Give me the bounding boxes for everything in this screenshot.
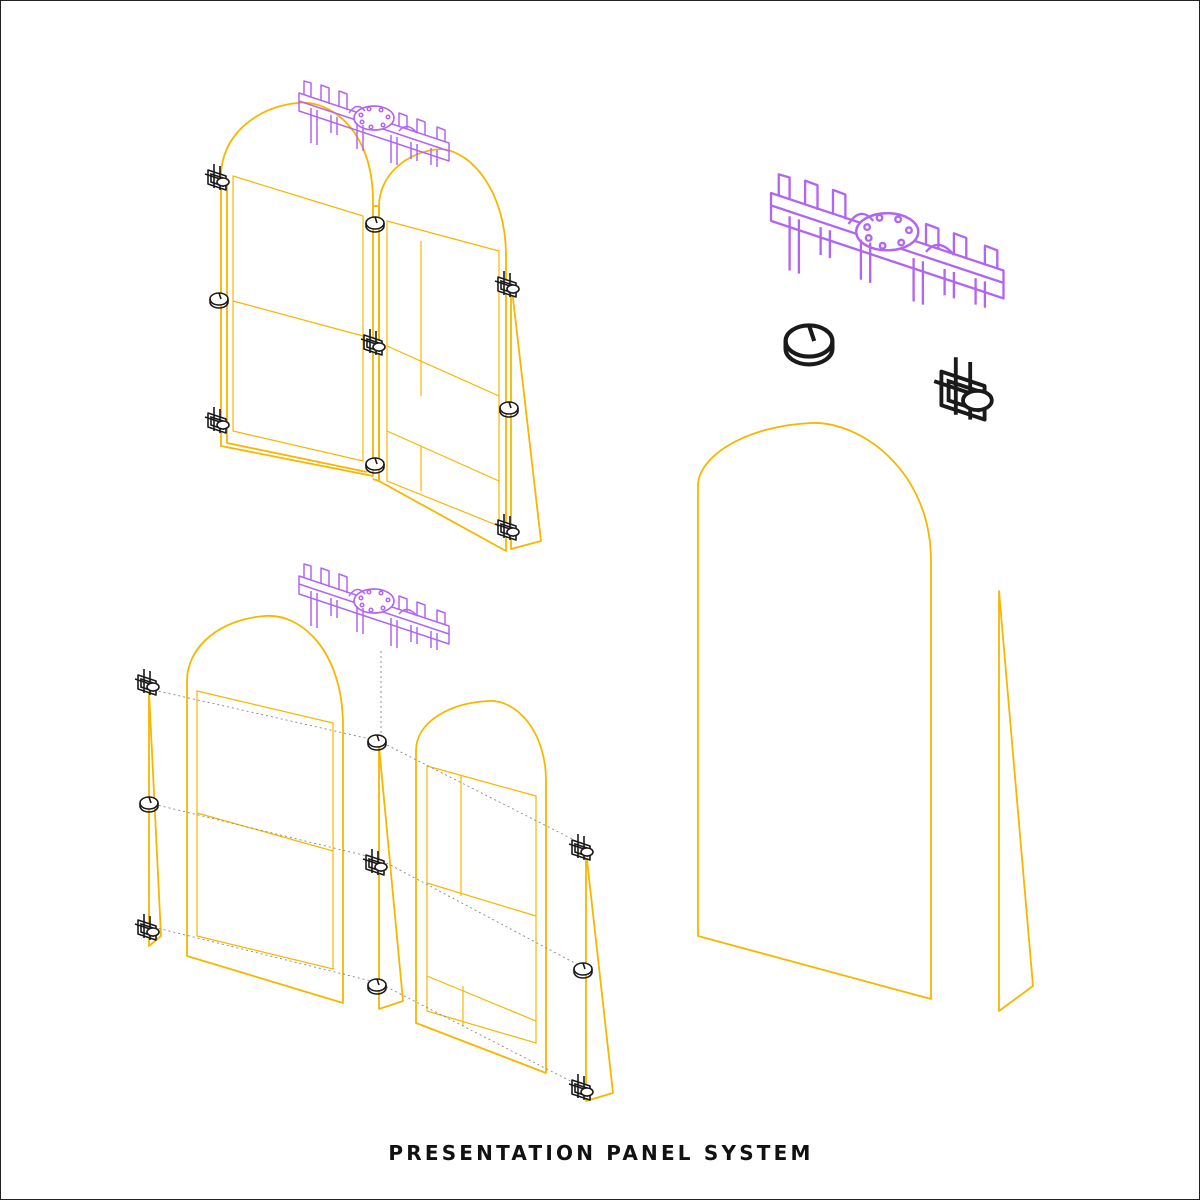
assembled-arch-panels — [204, 80, 542, 552]
component-breakout — [697, 173, 1034, 1012]
exploded-arch-panels — [134, 563, 614, 1102]
diagram-title: PRESENTATION PANEL SYSTEM — [388, 1141, 814, 1165]
